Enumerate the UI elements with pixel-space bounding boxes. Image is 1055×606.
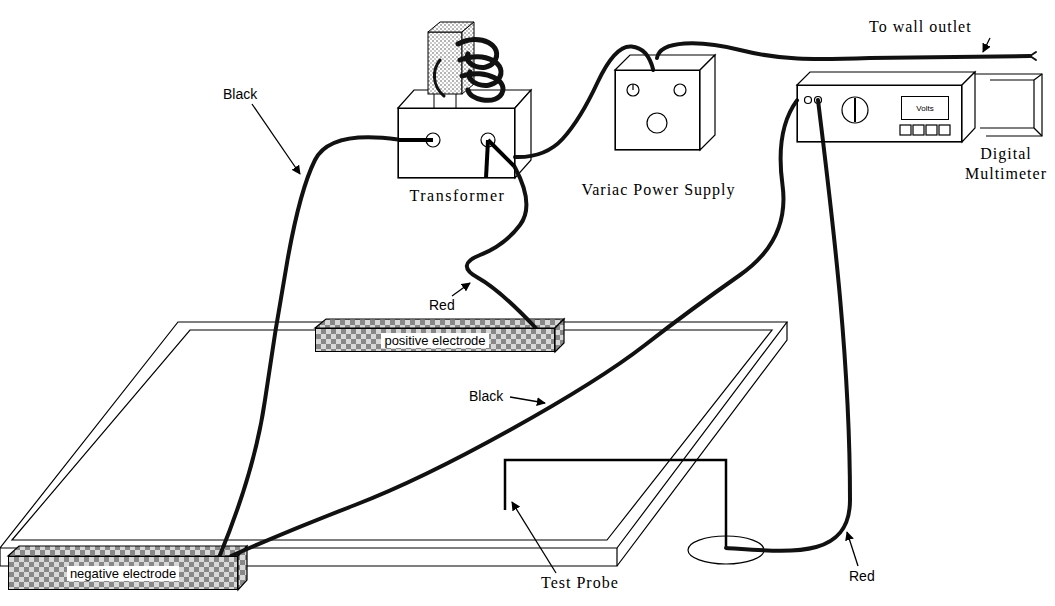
leader-arrows [512, 502, 556, 573]
multimeter-body [939, 125, 950, 135]
wire-color-label: Black [222, 86, 258, 102]
variac-body [647, 113, 667, 133]
transformer-body [398, 138, 433, 142]
node-label: negative electrode [67, 566, 179, 581]
test-probe [505, 460, 726, 548]
leader-arrows [847, 532, 858, 566]
transformer-body [398, 108, 515, 178]
wire-color-label: Red [428, 297, 456, 313]
electrode-top-faces [8, 546, 247, 556]
leader-arrows [983, 38, 990, 52]
meter-display: Volts [901, 96, 949, 120]
transformer-body [398, 90, 531, 108]
transformer-core [428, 32, 462, 94]
transformer-box: Transformer [398, 108, 515, 178]
tray [0, 322, 787, 566]
wire-color-label: Red [848, 568, 876, 584]
node-label: Transformer [377, 187, 538, 205]
leader-arrows [510, 397, 545, 403]
multimeter-body [900, 125, 911, 135]
multimeter-box: Digital MultimeterVolts [797, 85, 962, 142]
multimeter-body [980, 80, 1034, 128]
transformer-coil [460, 57, 501, 86]
multimeter-body [975, 74, 1042, 136]
node-label: Volts [916, 104, 933, 113]
leader-arrows [252, 104, 300, 174]
multimeter-body [913, 125, 924, 135]
tray [617, 322, 787, 566]
transformer-coil [434, 60, 444, 96]
node-label: positive electrode [381, 333, 488, 348]
node-label: Variac Power Supply [568, 181, 749, 199]
variac-body [700, 55, 715, 150]
variac-body [627, 84, 639, 96]
transformer-body [515, 90, 531, 178]
loose-wires [726, 100, 850, 551]
loose-wires [1030, 52, 1036, 60]
variac-body [615, 55, 715, 150]
part-label: To wall outlet [868, 18, 973, 36]
electrode-top-faces [8, 319, 564, 590]
variac-body [632, 84, 633, 90]
node-label: Digital Multimeter [964, 144, 1048, 184]
transformer-body [486, 140, 488, 178]
multimeter-body [926, 125, 937, 135]
loose-wires [657, 43, 1030, 59]
multimeter-body [854, 98, 856, 122]
transformer-body [398, 90, 531, 178]
electrode-top-faces [555, 319, 564, 352]
transformer-coil [458, 39, 497, 67]
multimeter-body [1034, 74, 1042, 80]
multimeter-body [842, 97, 868, 123]
wire [231, 100, 797, 556]
multimeter-body [797, 72, 1042, 142]
tray [0, 322, 787, 548]
electrode-bar: positive electrode [315, 328, 555, 352]
variac-body [615, 55, 715, 70]
transformer-core [428, 22, 474, 108]
variac-body [615, 70, 700, 150]
leader-arrows [252, 38, 990, 573]
multimeter-body [805, 97, 812, 104]
transformer-body [488, 140, 515, 167]
loose-wires [657, 43, 1036, 550]
variac-body [674, 84, 686, 96]
tray [12, 330, 772, 540]
electrode-bar: negative electrode [8, 556, 238, 590]
leader-arrows [452, 283, 470, 296]
multimeter-body [1034, 128, 1042, 136]
transformer-coil [434, 39, 503, 100]
transformer-coil [462, 74, 503, 101]
multimeter-body [797, 72, 975, 85]
wire [515, 46, 653, 157]
wire-color-label: Black [468, 388, 504, 404]
part-label: Test Probe [540, 574, 620, 592]
multimeter-body [962, 72, 975, 142]
variac-box: Variac Power Supply [615, 70, 700, 150]
